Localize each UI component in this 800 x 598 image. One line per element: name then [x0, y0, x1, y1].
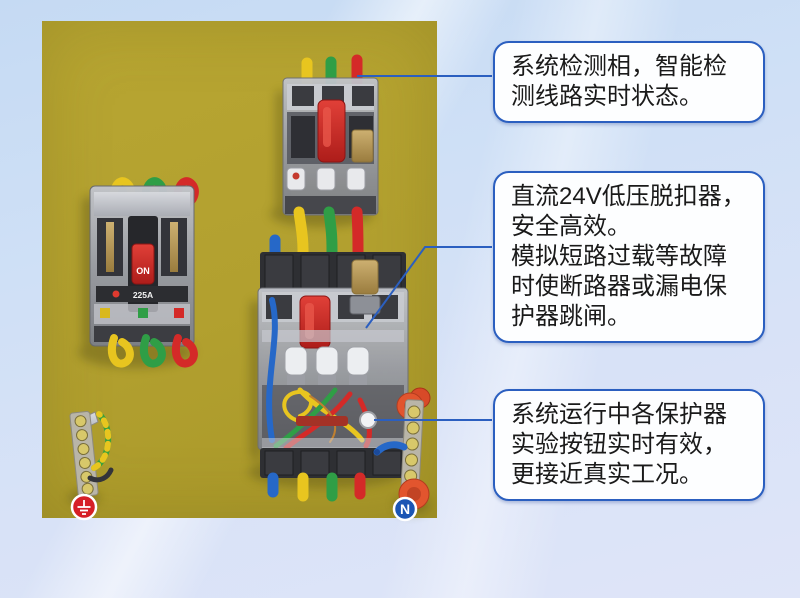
pole-caps [284, 346, 370, 385]
wire-green-down [323, 206, 338, 256]
callout-text-line: 系统运行中各保护器 [511, 401, 727, 428]
hook-yellow-bottom [107, 334, 134, 368]
callout-text-line: 时使断路器或漏电保 [511, 273, 727, 300]
terminal-block-bottom [260, 448, 406, 478]
wire-yellow-down [293, 206, 309, 256]
callout-phase-detection: 系统检测相，智能检 测线路实时状态。 [493, 41, 765, 123]
neutral-badge: N [392, 496, 418, 522]
wire-earth-yellow-stripe [91, 411, 112, 471]
neutral-terminal-bar: N [373, 387, 431, 522]
hook-green-bottom [139, 334, 166, 368]
breaker-handle-red [131, 243, 155, 285]
breaker-left-mccb: ON 225A [89, 177, 199, 368]
breaker-bottom-rcbo [257, 234, 409, 502]
breaker-top-mccb [282, 54, 379, 256]
callout-text-line: 模拟短路过载等故障 [511, 243, 727, 270]
earth-ground-icon [77, 500, 91, 515]
wire-red-down [351, 206, 364, 256]
callout-text-line: 护器跳闸。 [511, 303, 631, 330]
pole-caps [286, 167, 366, 191]
callout-text-line: 实验按钮实时有效， [511, 431, 727, 458]
callout-text-line: 测线路实时状态。 [511, 83, 703, 110]
busbar-screws [74, 415, 94, 495]
neutral-terminal-icon [392, 496, 418, 522]
coil-brass [351, 129, 374, 163]
callout-text-line: 安全高效。 [511, 213, 631, 240]
callout-line-undervoltage-release [365, 246, 492, 329]
callout-text-line: 更接近真实工况。 [511, 461, 703, 488]
neutral-badge-label: N [400, 501, 410, 517]
callout-text-line: 直流24V低压脱扣器， [511, 183, 746, 210]
breaker-rating-label: 225A [133, 290, 153, 300]
breaker-handle-red [317, 99, 346, 163]
callout-leader-lines [357, 75, 492, 421]
test-button [359, 411, 377, 429]
callout-undervoltage-release: 直流24V低压脱扣器， 安全高效。 模拟短路过载等故障 时使断路器或漏电保 护器… [493, 171, 765, 343]
ground-busbar [69, 410, 114, 521]
hook-red-bottom [171, 334, 198, 368]
callout-test-button: 系统运行中各保护器 实验按钮实时有效， 更接近真实工况。 [493, 389, 765, 501]
callout-text-line: 系统检测相，智能检 [511, 53, 727, 80]
undervoltage-release-coil [351, 259, 379, 295]
breaker-on-label: ON [136, 266, 150, 276]
earth-badge [70, 493, 98, 521]
indicator-dot-red [112, 290, 120, 298]
